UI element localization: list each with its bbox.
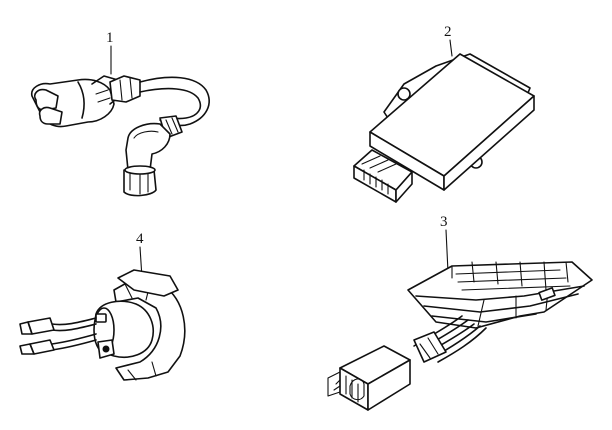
part-1-ignition-cable: 1 <box>30 30 210 197</box>
leader-line-2 <box>449 39 453 57</box>
callout-number-4: 4 <box>136 231 144 247</box>
part-2-cdi-unit: 2 <box>353 24 535 203</box>
callout-number-3: 3 <box>440 214 448 230</box>
part-3-regulator-rectifier: 3 <box>327 214 593 411</box>
part-4-ignition-coil: 4 <box>19 231 186 381</box>
callout-number-1: 1 <box>106 30 114 46</box>
callout-number-2: 2 <box>444 24 452 40</box>
leader-line-3 <box>445 229 449 273</box>
